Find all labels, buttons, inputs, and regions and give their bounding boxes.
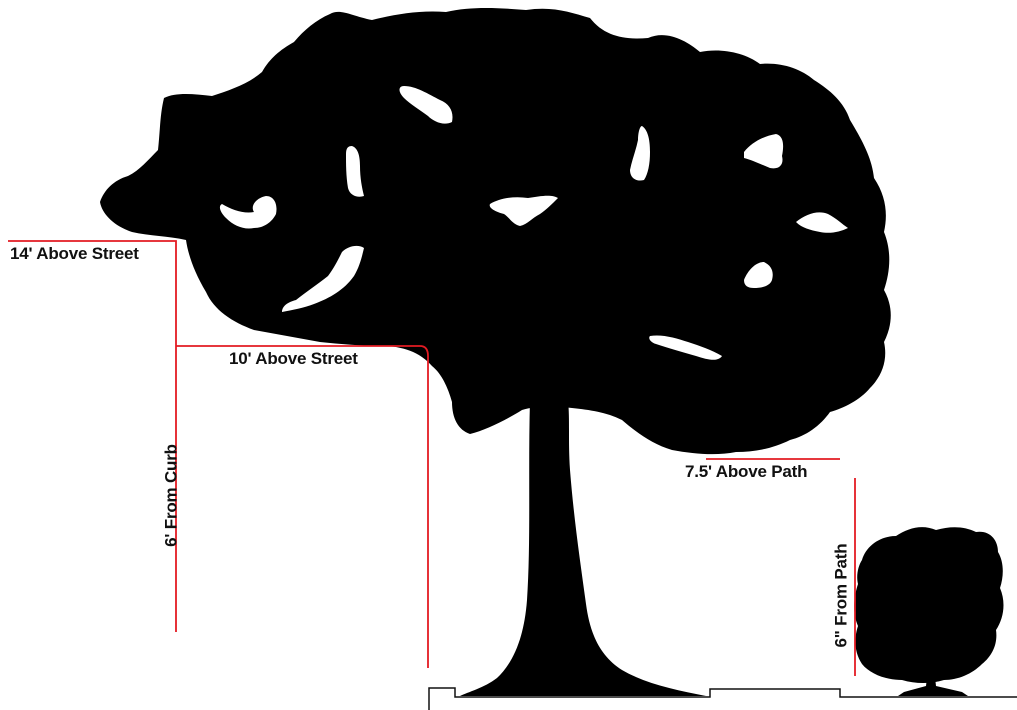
shrub-foliage [854, 527, 1004, 683]
guide-line-10ft [176, 345, 429, 668]
label-6ft-from-curb: 6' From Curb [161, 444, 181, 547]
guide-lines [8, 240, 856, 676]
label-7-5ft-above-path: 7.5' Above Path [685, 462, 808, 481]
tree-trunk [460, 400, 706, 696]
shrub-trunk [898, 660, 968, 696]
label-14ft-above-street: 14' Above Street [10, 244, 139, 263]
label-10ft-above-street: 10' Above Street [229, 349, 358, 368]
label-6in-from-path: 6" From Path [831, 543, 851, 648]
ground-line [428, 687, 1017, 710]
tree-canopy [100, 8, 891, 455]
guide-line-14ft [8, 240, 177, 632]
